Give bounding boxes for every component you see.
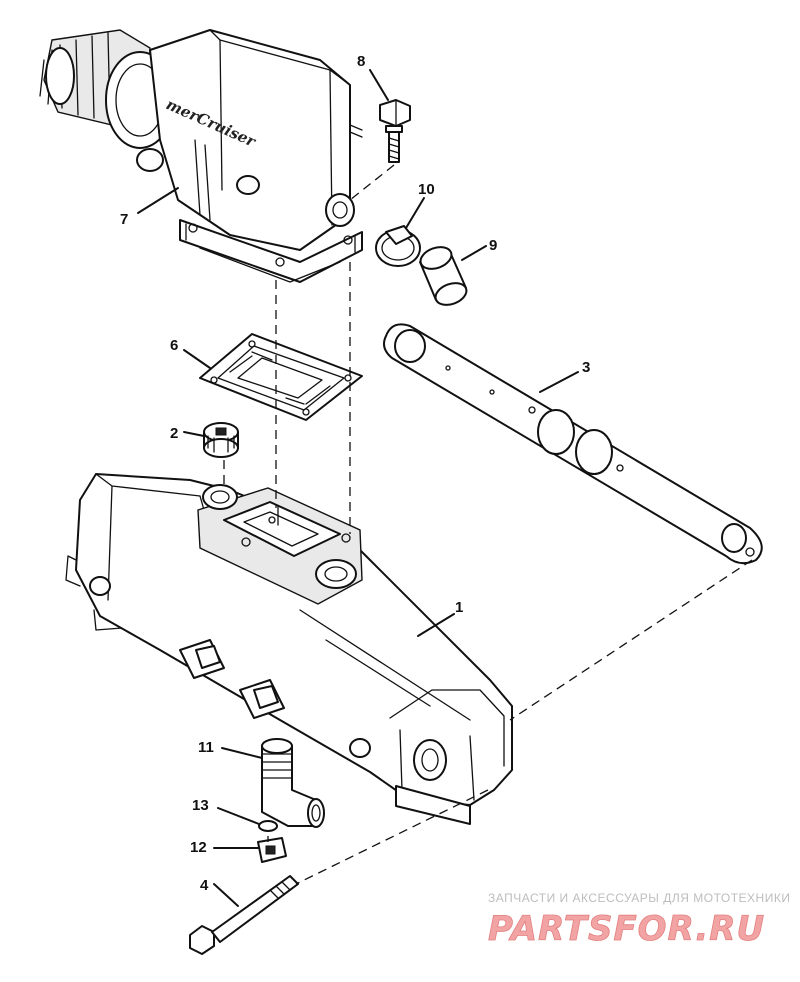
callout-12: 12: [190, 839, 207, 856]
callout-10: 10: [418, 181, 435, 198]
alignment-lines: [223, 164, 753, 885]
callout-6: 6: [170, 337, 178, 354]
part-4-stud-bolt: [189, 875, 299, 955]
callout-7: 7: [120, 211, 128, 228]
callout-1: 1: [455, 599, 463, 616]
part-11-elbow-fitting: [261, 738, 325, 828]
part-6-gasket: [199, 333, 363, 421]
part-7-exhaust-elbow: merCruiser: [39, 29, 363, 283]
callout-11: 11: [198, 739, 214, 756]
watermark: ЗАПЧАСТИ И АКСЕССУАРЫ ДЛЯ МОТОТЕХНИКИ PA…: [488, 891, 790, 949]
part-3-manifold-gasket: [383, 323, 763, 565]
callout-8: 8: [357, 53, 365, 70]
callout-2: 2: [170, 425, 178, 442]
part-12-drain-plug: [257, 837, 287, 863]
callout-9: 9: [489, 237, 497, 254]
part-9-hose: [419, 246, 468, 306]
part-2-plug: [203, 422, 239, 458]
callout-13: 13: [192, 797, 209, 814]
callout-3: 3: [582, 359, 590, 376]
part-10-hose-clamp: [375, 225, 421, 267]
callout-4: 4: [200, 877, 209, 894]
watermark-tagline: ЗАПЧАСТИ И АКСЕССУАРЫ ДЛЯ МОТОТЕХНИКИ: [488, 891, 790, 905]
callouts: 8 7 10 9 6 2 3 1 11 13 12 4: [120, 53, 590, 907]
part-8-bolt: [379, 99, 411, 163]
watermark-site: PARTSFOR.RU: [488, 909, 765, 949]
part-13-o-ring: [258, 820, 278, 832]
part-1-exhaust-manifold: [65, 473, 513, 825]
